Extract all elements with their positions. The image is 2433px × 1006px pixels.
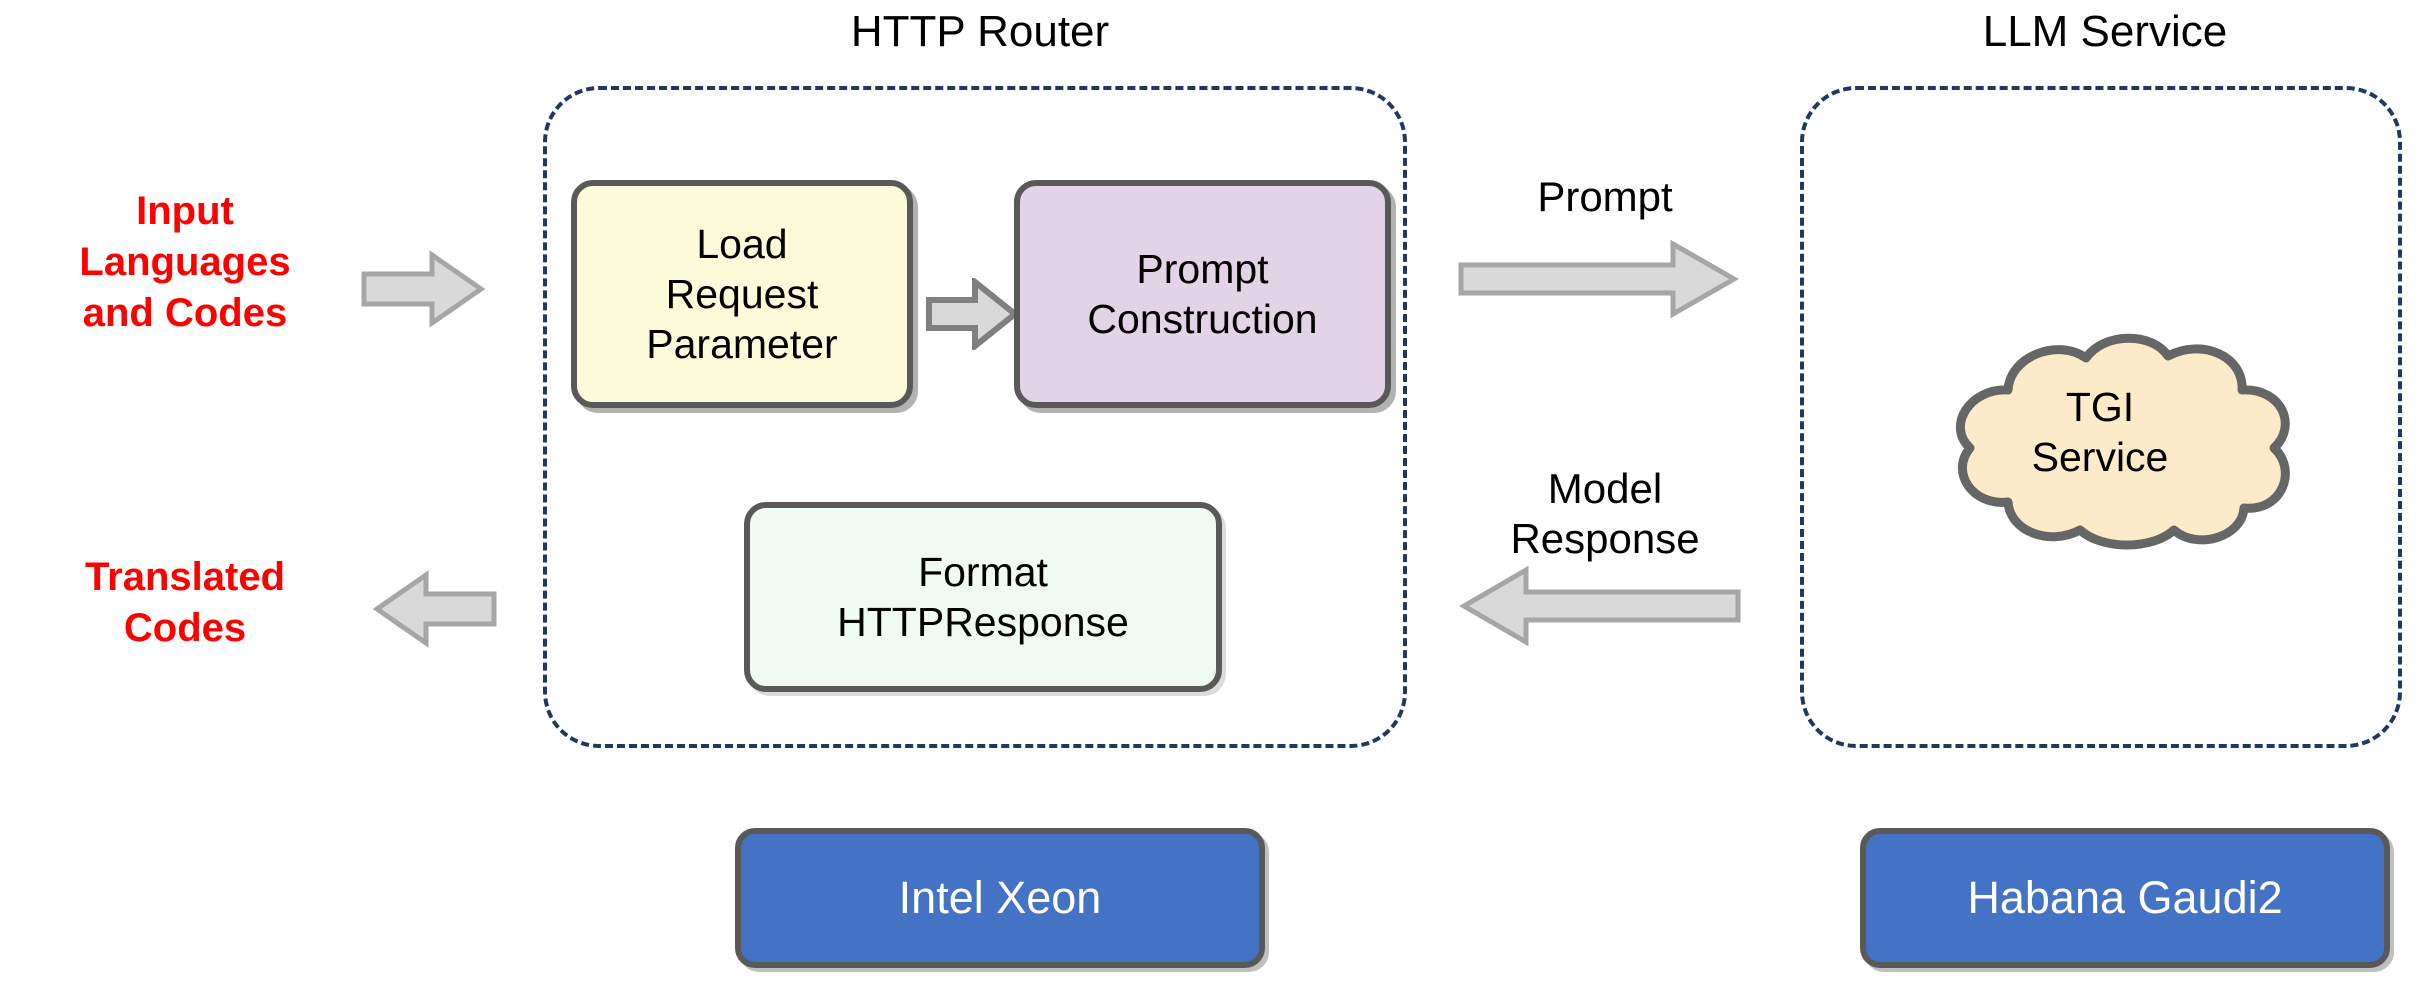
cloud-icon: [1955, 333, 2290, 550]
block-load-request-parameter-label: Load Request Parameter: [646, 220, 838, 367]
block-prompt-construction-label: Prompt Construction: [1087, 245, 1318, 342]
block-tgi-service-label: TGI Service: [2031, 384, 2169, 481]
hardware-habana-gaudi2-label: Habana Gaudi2: [1967, 872, 2283, 923]
model-response-arrow-icon: [1458, 565, 1742, 647]
block-format-httpresponse[interactable]: Format HTTPResponse: [744, 502, 1222, 692]
prompt-arrow-icon: [1458, 239, 1740, 319]
input-endpoint-label: Input Languages and Codes: [79, 189, 291, 336]
block-format-httpresponse-label: Format HTTPResponse: [837, 548, 1129, 645]
block-prompt-construction[interactable]: Prompt Construction: [1014, 180, 1391, 408]
hardware-intel-xeon-label: Intel Xeon: [898, 872, 1102, 923]
http-router-title: HTTP Router: [850, 7, 1110, 56]
router-inner-arrow-icon: [925, 275, 1020, 353]
prompt-flow-label: Prompt: [1537, 173, 1673, 220]
llm-service-container: [1800, 86, 2402, 748]
hardware-intel-xeon[interactable]: Intel Xeon: [735, 828, 1265, 968]
hardware-habana-gaudi2[interactable]: Habana Gaudi2: [1860, 828, 2390, 968]
llm-service-title: LLM Service: [1982, 7, 2228, 56]
block-load-request-parameter[interactable]: Load Request Parameter: [571, 180, 913, 408]
model-response-flow-label: Model Response: [1510, 465, 1700, 563]
block-tgi-service[interactable]: TGI Service: [1890, 330, 2310, 550]
output-flow-arrow-icon: [370, 570, 498, 648]
http-router-container: [543, 86, 1407, 748]
input-flow-arrow-icon: [360, 250, 486, 328]
output-endpoint-label: Translated Codes: [84, 555, 286, 651]
